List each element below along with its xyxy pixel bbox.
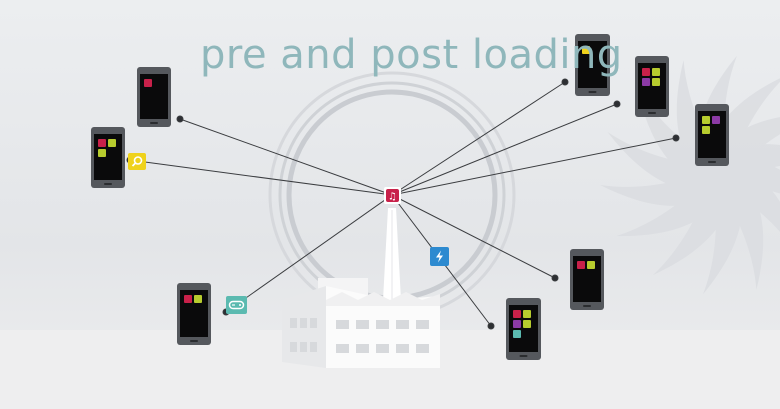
search-glyph-handle [131,162,137,167]
connection-dot [613,100,621,108]
connection-dot [551,274,559,282]
search-glyph [133,156,143,165]
phone-top-right-1 [575,34,610,96]
phone-home-button [583,305,591,307]
phone-home-button [150,122,158,124]
lime-app-icon [702,116,710,124]
factory-window [336,320,349,329]
swirl-petal [712,170,764,290]
teal-app-icon [513,330,521,338]
floating-icons [128,153,449,314]
factory-window [416,344,429,353]
gamepad-icon-tile [226,296,247,314]
swirl-petal [676,60,728,180]
page-title: pre and post loading [200,32,623,78]
music-app-icon [513,310,521,318]
music-note-icon: ♫ [388,192,397,203]
connection-dot [176,115,184,123]
factory-window [416,320,429,329]
lime-app-icon [194,295,202,303]
connection-line [391,81,566,196]
phone-home-button [519,355,528,357]
connection-dot [487,322,495,330]
phone-bottom-left [177,283,211,345]
factory-window [300,342,307,352]
factory-window [290,318,297,328]
gamepad-glyph [228,300,245,310]
lime-app-icon [108,139,116,147]
factory-window [310,318,317,328]
search-icon-tile [128,153,146,170]
phone-right [695,104,729,166]
purple-app-icon [712,116,720,124]
phone-top-left [137,67,171,127]
music-app-icon [642,68,650,76]
lime-app-icon [702,126,710,134]
factory-window [356,344,369,353]
phone-home-button [708,161,716,163]
phone-home-button [648,112,656,114]
lime-app-icon [523,310,531,318]
factory-window [310,342,317,352]
music-app-icon [98,139,106,147]
search-icon [128,153,146,170]
factory-window [336,344,349,353]
music-app-icon [577,261,585,269]
gamepad-button [239,304,241,306]
connection-line [179,118,393,196]
factory-window [396,344,409,353]
phone-bottom-right [570,249,604,310]
music-app-icon [144,79,152,87]
connection-dot [672,134,680,142]
connection-line [391,194,556,279]
swirl-petal [600,167,720,206]
lime-app-icon [652,78,660,86]
music-app-icon [184,295,192,303]
factory-window [376,344,389,353]
factory-window [376,320,389,329]
purple-app-icon [513,320,521,328]
connection-dot [561,78,569,86]
connection-line [129,159,393,196]
hub-music-icon: ♫ [384,187,401,204]
yellow-app-icon [582,46,590,54]
phone-home-button [104,183,112,185]
background-swirl [600,55,780,295]
lightning-icon [430,247,449,266]
factory-roof [326,292,440,306]
connection-line [391,103,618,196]
phone-home-button [588,91,597,93]
factory-window [290,342,297,352]
gamepad-icon [226,296,247,314]
phone-home-button [190,340,198,342]
factory-window [396,320,409,329]
lime-app-icon [98,149,106,157]
swirl-petal [703,173,743,295]
lightning-glyph [436,250,443,263]
factory [282,208,440,368]
purple-app-icon [642,78,650,86]
phone-bottom-center [506,298,541,360]
lime-app-icon [652,68,660,76]
phone-left [91,127,125,188]
factory-window [356,320,369,329]
swirl-petal [711,113,780,183]
phone-top-right-2 [635,56,669,117]
lime-app-icon [587,261,595,269]
phones [91,34,729,360]
connection-line [225,194,393,313]
connection-line [391,137,677,196]
factory-window [300,318,307,328]
lime-app-icon [523,320,531,328]
